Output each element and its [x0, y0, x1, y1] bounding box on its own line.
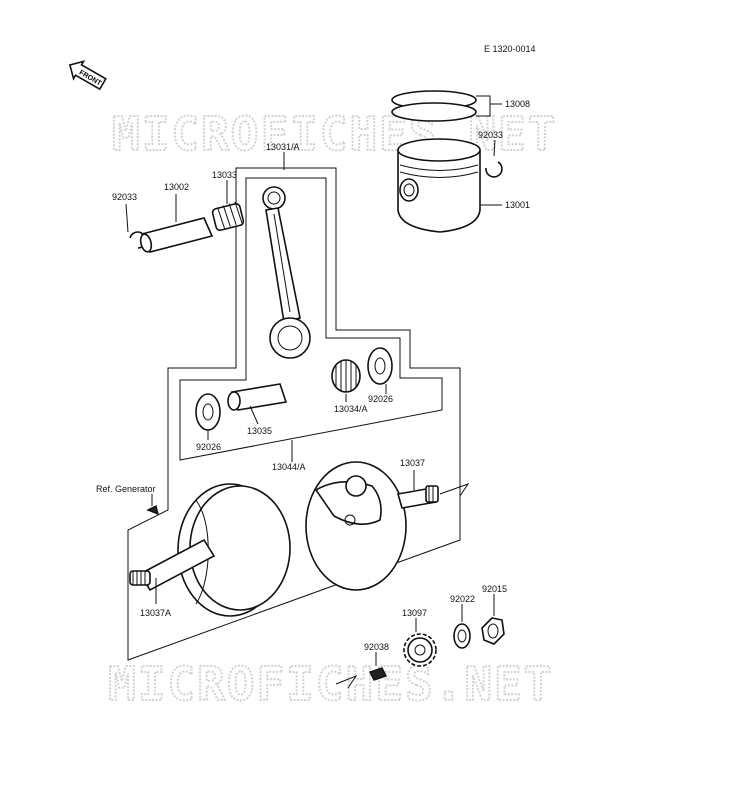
axis-line-left	[335, 674, 358, 689]
big-end-bearing	[331, 359, 361, 393]
part-label-92022: 92022	[450, 594, 475, 604]
leader-92033-right	[493, 139, 496, 157]
part-label-13002: 13002	[164, 182, 189, 192]
woodruff-key-icon	[369, 667, 387, 681]
left-crankshaft-half	[129, 483, 291, 617]
small-end-bearing	[211, 201, 245, 232]
part-label-13037: 13037	[400, 458, 425, 468]
circlip-right	[485, 161, 503, 178]
primary-gear	[403, 633, 437, 667]
thrust-washer-right	[367, 347, 393, 385]
piston-pin	[139, 217, 214, 253]
piston-rings	[391, 90, 477, 122]
connecting-rod	[262, 186, 311, 359]
assembly-outline-outer	[127, 167, 461, 661]
part-label-13037A: 13037A	[140, 608, 171, 618]
part-label-13001: 13001	[505, 200, 530, 210]
crankshaft-collar	[453, 623, 471, 649]
crank-pin	[227, 383, 288, 411]
part-label-13034A: 13034/A	[334, 404, 368, 414]
crankshaft-nut	[481, 617, 505, 645]
part-label-13033: 13033	[212, 170, 237, 180]
part-label-13044A: 13044/A	[272, 462, 306, 472]
right-crankshaft-half	[305, 461, 439, 591]
watermark-bottom: MICROFICHES.NET	[108, 657, 553, 711]
part-label-92038: 92038	[364, 642, 389, 652]
part-label-13097: 13097	[402, 608, 427, 618]
part-label-13031A: 13031/A	[266, 142, 300, 152]
assembly-outline-inner	[179, 177, 443, 461]
part-label-92026-left: 92026	[196, 442, 221, 452]
part-label-92026-right: 92026	[368, 394, 393, 404]
part-label-92033-left: 92033	[112, 192, 137, 202]
part-label-92015: 92015	[482, 584, 507, 594]
part-label-13008: 13008	[505, 99, 530, 109]
axis-line-right	[439, 483, 470, 497]
leader-92033-left	[125, 203, 129, 233]
diagram-code: E 1320-0014	[484, 44, 536, 54]
front-arrow-icon: FRONT	[68, 60, 107, 91]
thrust-washer-left	[195, 393, 221, 431]
generator-key-icon	[146, 504, 160, 516]
leader-13008	[476, 95, 502, 117]
piston	[397, 138, 481, 233]
part-label-92033-right: 92033	[478, 130, 503, 140]
leader-13035	[249, 405, 259, 425]
part-label-13035: 13035	[247, 426, 272, 436]
part-label-ref-generator: Ref. Generator	[96, 484, 156, 494]
